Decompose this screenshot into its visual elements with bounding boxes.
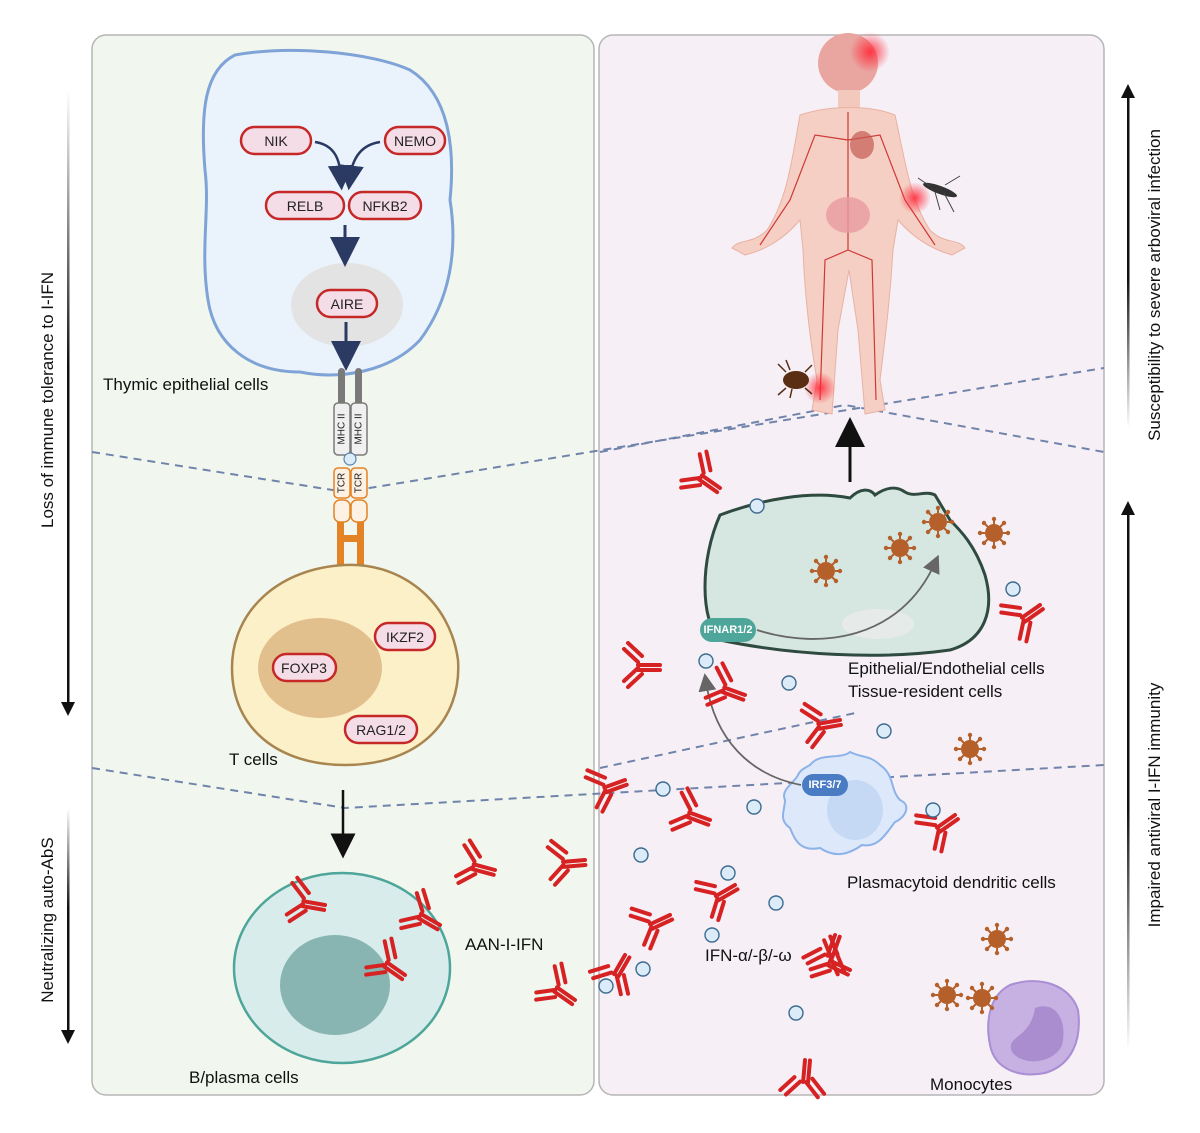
mhc-label-1: MHC II [337,413,348,444]
b-cells-label: B/plasma cells [189,1068,299,1087]
protein-pill: IKZF2 [373,621,437,652]
arrow-ifnar-signal [756,554,940,640]
ifn-particle-icon [655,781,671,797]
ifn-particle-icon [768,895,784,911]
axis-arrowhead-left-top [61,702,75,716]
protein-pill: AIRE [315,288,379,319]
ifn-particle-icon [925,802,941,818]
ifn-particle-icon [746,799,762,815]
b-cell-nucleus [280,935,390,1035]
axis-arrowhead-right-top [1121,84,1135,98]
virus-icon [976,515,1012,551]
infection-glow-arm [899,182,931,214]
virus-icon [920,504,956,540]
human-body-figure [731,32,966,415]
protein-rag12: RAG1/2 [356,722,406,738]
ifn-particle-icon [781,675,797,691]
ifn-particle-icon [633,847,649,863]
virus-icon [964,980,1000,1016]
ifn-label: IFN-α/-β/-ω [705,946,792,965]
protein-pill: NFKB2 [347,190,423,221]
ifn-particle-icon [1005,581,1021,597]
peptide-antigen [343,452,357,466]
epithelial-label-line2: Tissue-resident cells [848,682,1002,701]
virus-icon [952,731,988,767]
t-cells-label: T cells [229,750,278,769]
irf37-factor: IRF3/7 [802,774,848,796]
mhc-tcr-synapse: MHC II MHC II TCR TCR [333,368,368,570]
axis-arrow-left-top [67,90,70,702]
protein-nik: NIK [264,133,288,149]
dashed-separator-mid [599,711,861,769]
monocyte-nucleus [1010,1006,1064,1062]
ifn-particle-icon [788,1005,804,1021]
thymic-cells-label: Thymic epithelial cells [103,375,268,394]
axis-label-neutralizing-autoabs: Neutralizing auto-AbS [38,837,57,1002]
axis-label-loss-of-tolerance: Loss of immune tolerance to I-IFN [38,272,57,528]
mhc-label-2: MHC II [354,413,365,444]
arrow-nemo-to-nfkb2 [338,140,381,191]
axis-arrow-right-bottom [1127,515,1130,1050]
protein-ikzf2: IKZF2 [386,629,424,645]
ifn-particle-icon [698,653,714,669]
mosquito-icon [917,175,961,213]
ifn-particle-icon [720,865,736,881]
virus-icon [929,977,965,1013]
irf-label: IRF3/7 [808,779,841,791]
ifn-particle-icon [598,978,614,994]
axis-arrowhead-left-bottom [61,1030,75,1044]
protein-foxp3: FOXP3 [281,660,327,676]
ifnar-receptor: IFNAR1/2 [700,618,756,642]
protein-pill: RAG1/2 [343,714,419,745]
axis-label-impaired-immunity: Impaired antiviral I-IFN immunity [1145,682,1164,927]
axis-label-susceptibility: Susceptibility to severe arboviral infec… [1145,129,1164,441]
heart [850,131,874,159]
pdc-label: Plasmacytoid dendritic cells [847,873,1056,892]
ifn-particle-icon [635,961,651,977]
protein-nfkb2: NFKB2 [362,198,407,214]
axis-arrow-left-bottom [67,808,70,1030]
protein-pill: FOXP3 [271,652,338,683]
tcr-label-1: TCR [337,473,348,494]
axis-arrow-right-top [1127,98,1130,428]
arrow-irf-to-ifn [698,673,802,786]
protein-aire: AIRE [331,296,364,312]
protein-pill: NEMO [383,125,447,156]
virus-icon [882,530,918,566]
ifn-particle-icon [704,927,720,943]
axis-arrowhead-right-bottom [1121,501,1135,515]
protein-relb: RELB [287,198,324,214]
virus-icon [979,921,1015,957]
ifnar-label: IFNAR1/2 [704,624,753,636]
infection-glow-ankle [804,372,836,404]
tcr-label-2: TCR [354,473,365,494]
tick-icon [777,359,813,399]
intestines [826,197,870,233]
monocyte [987,980,1080,1076]
dashed-separator-body [599,403,1105,453]
ifn-particle-icon [876,723,892,739]
infection-glow-brain [850,32,890,72]
protein-nemo: NEMO [394,133,436,149]
ifn-particle-icon [749,498,765,514]
aan-i-ifn-label: AAN-I-IFN [465,935,543,954]
protein-pill: RELB [264,190,346,221]
epithelial-label-line1: Epithelial/Endothelial cells [848,659,1045,678]
monocytes-label: Monocytes [930,1075,1012,1094]
protein-pill: NIK [239,125,313,156]
virus-icon [808,553,844,589]
